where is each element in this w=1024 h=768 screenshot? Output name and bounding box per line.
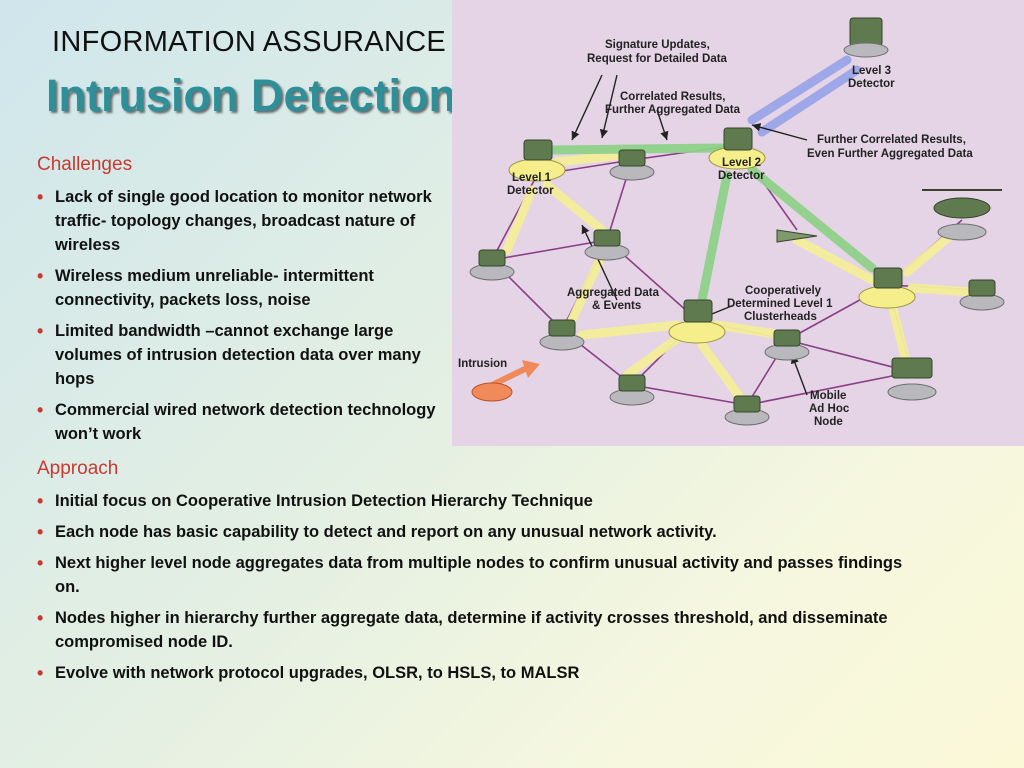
label-cooperatively: Cooperatively [745, 285, 822, 297]
label-level3-detector: Detector [848, 78, 895, 90]
label-signature-updates-2: Request for Detailed Data [587, 53, 728, 65]
approach-list: Initial focus on Cooperative Intrusion D… [37, 489, 917, 692]
label-further-correlated: Further Correlated Results, [817, 134, 966, 146]
network-diagram: Signature Updates, Request for Detailed … [452, 0, 1024, 446]
label-node: Node [814, 416, 843, 428]
level2-arrows [547, 143, 877, 305]
approach-item: Each node has basic capability to detect… [37, 520, 917, 544]
label-signature-updates: Signature Updates, [605, 39, 710, 51]
label-aggregated: Aggregated Data [567, 287, 660, 299]
label-further-correlated-2: Even Further Aggregated Data [807, 148, 973, 160]
intrusion-node [471, 382, 513, 402]
label-intrusion: Intrusion [458, 358, 507, 370]
label-level1-detector: Detector [507, 185, 554, 197]
label-cooperatively-2: Determined Level 1 [727, 298, 833, 310]
label-correlated: Correlated Results, [620, 91, 725, 103]
label-level1: Level 1 [512, 172, 552, 184]
label-correlated-2: Further Aggregated Data [605, 104, 741, 116]
approach-item: Initial focus on Cooperative Intrusion D… [37, 489, 917, 513]
challenge-item: Commercial wired network detection techn… [37, 398, 447, 446]
level3-arrows [747, 55, 862, 137]
approach-item: Nodes higher in hierarchy further aggreg… [37, 606, 917, 654]
label-mobile: Mobile [810, 390, 846, 402]
label-aggregated-2: & Events [592, 300, 641, 312]
label-level2-detector: Detector [718, 170, 765, 182]
aggregated-data-arrows [502, 150, 977, 405]
callout-arrows [571, 74, 808, 396]
challenges-heading: Challenges [37, 154, 133, 175]
vehicle-icons [478, 17, 996, 413]
label-adhoc: Ad Hoc [809, 403, 850, 415]
label-level3: Level 3 [852, 65, 891, 77]
uav-icon [776, 229, 818, 243]
network-diagram-svg: Signature Updates, Request for Detailed … [458, 17, 1005, 428]
page-title: Intrusion Detection [46, 70, 457, 121]
challenges-list: Lack of single good location to monitor … [37, 185, 447, 453]
challenge-item: Lack of single good location to monitor … [37, 185, 447, 257]
label-level2: Level 2 [722, 157, 761, 169]
clusterhead-pads [508, 146, 916, 344]
helicopter-icon [922, 189, 1002, 219]
label-clusterheads: Clusterheads [744, 311, 817, 323]
approach-item: Next higher level node aggregates data f… [37, 551, 917, 599]
approach-heading: Approach [37, 458, 119, 479]
top-title: INFORMATION ASSURANCE [52, 26, 447, 58]
node-pads [469, 163, 1005, 426]
challenge-item: Wireless medium unreliable- intermittent… [37, 264, 447, 312]
intrusion-arrow [490, 365, 529, 388]
approach-item: Evolve with network protocol upgrades, O… [37, 661, 917, 685]
challenge-item: Limited bandwidth –cannot exchange large… [37, 319, 447, 391]
